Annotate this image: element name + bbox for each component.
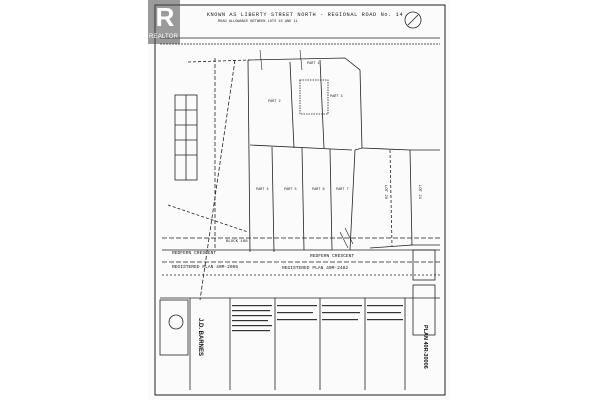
part-divider-1 [289, 61, 295, 149]
part-divider-horizontal [249, 144, 353, 151]
firm-name: J.D. BARNES [197, 318, 203, 357]
road-allowance-note: ROAD ALLOWANCE BETWEEN LOTS 10 AND 11 [218, 20, 298, 24]
sheet-border [154, 4, 446, 396]
part-label: PART 4 [256, 188, 269, 192]
firm-seal [168, 314, 184, 330]
lot-20-boundary [361, 147, 413, 249]
parcel-west-boundary [247, 59, 251, 253]
part-label: PART 2 [268, 100, 281, 104]
parcel-boundary-top [247, 57, 363, 151]
part-label: PART 3 [330, 95, 343, 99]
realtor-logo-icon: R [155, 2, 175, 32]
registered-plan-right: REGISTERED PLAN 40M-2482 [282, 266, 349, 271]
block-label: BLOCK 108 [226, 240, 248, 244]
legend-box [412, 249, 436, 281]
realtor-watermark [148, 0, 180, 44]
realtor-label: REALTOR [149, 34, 179, 40]
street-title: KNOWN AS LIBERTY STREET NORTH - REGIONAL… [206, 12, 404, 18]
registered-plan-left: REGISTERED PLAN 40M-2066 [172, 265, 239, 270]
north-arrow [404, 11, 422, 29]
plan-number: PLAN 40R-30006 [422, 325, 428, 369]
crescent-right-label: REDFERN CRESCENT [310, 254, 355, 259]
existing-building [299, 79, 329, 115]
part-label: PART 6 [312, 188, 325, 192]
plan-sheet [148, 0, 450, 400]
lot-21-label: LOT 21 [417, 184, 422, 200]
lot-20-label: LOT 20 [383, 184, 388, 200]
part-label: PART 7 [336, 188, 349, 192]
part-label: PART 5 [284, 188, 297, 192]
part-label: PART 1 [307, 62, 320, 66]
crescent-left-label: REDFERN CRESCENT [172, 251, 217, 256]
